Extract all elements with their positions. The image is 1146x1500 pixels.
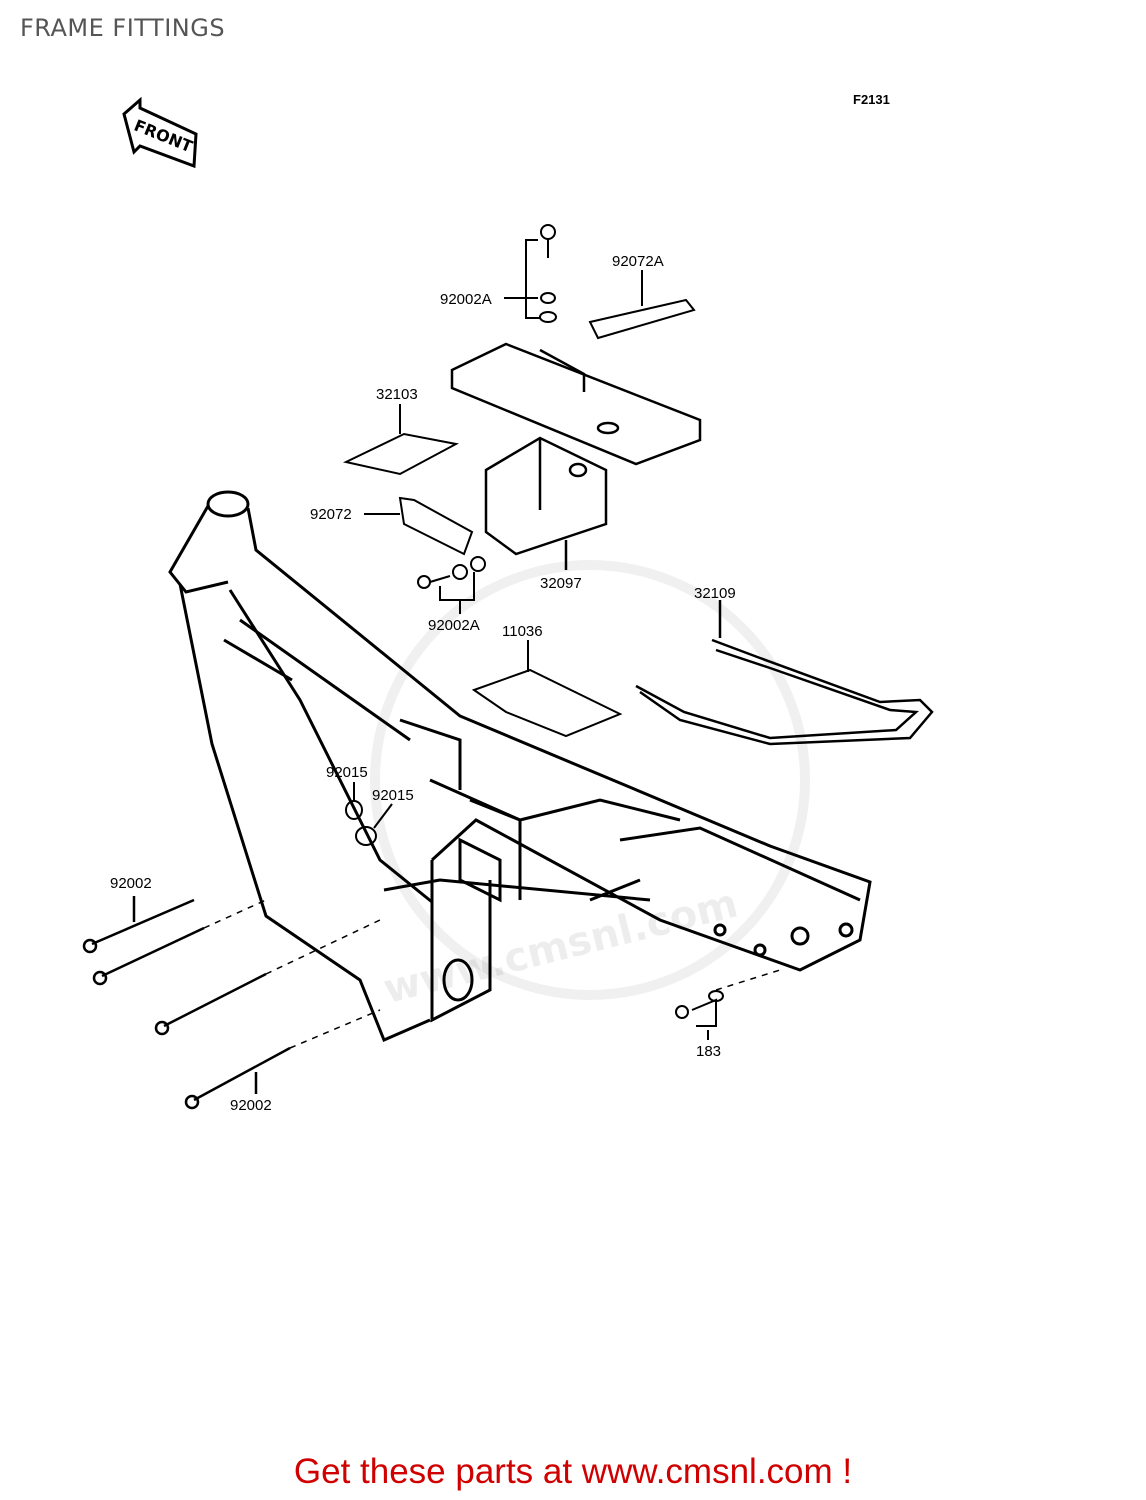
part-92002-bolts[interactable] <box>82 896 381 1110</box>
part-92072-strap[interactable] <box>364 496 474 556</box>
watermark-logo <box>370 560 810 1000</box>
label-183: 183 <box>696 1043 721 1060</box>
part-32109-bracket[interactable] <box>635 600 934 746</box>
part-11036-plate[interactable] <box>471 640 623 738</box>
part-92015-bushing-b[interactable] <box>355 803 393 846</box>
part-92015-bushing-a[interactable] <box>345 782 363 820</box>
parts-diagram: F2131 FRONT 92002A 92072A 32097 32103 <box>82 92 934 1114</box>
label-92015-a: 92015 <box>326 764 368 781</box>
label-11036: 11036 <box>502 623 543 640</box>
label-92015-b: 92015 <box>372 787 414 804</box>
label-32109: 32109 <box>694 585 736 602</box>
page-title: FRAME FITTINGS <box>20 14 226 42</box>
watermark-text: www.cmsnl.com <box>379 881 742 1013</box>
label-92002-top: 92002 <box>110 875 152 892</box>
label-32097: 32097 <box>540 575 582 592</box>
label-92002a-top: 92002A <box>440 291 492 308</box>
label-92002a-mid: 92002A <box>428 617 480 634</box>
label-92002-bottom: 92002 <box>230 1097 272 1114</box>
label-32103: 32103 <box>376 386 418 403</box>
label-92072: 92072 <box>310 506 352 523</box>
part-32103-pad[interactable] <box>342 404 459 476</box>
footer-link[interactable]: Get these parts at www.cmsnl.com ! <box>293 1452 853 1491</box>
part-92072a-strap[interactable] <box>588 270 696 340</box>
part-92002a-top[interactable] <box>504 224 557 323</box>
front-arrow-icon: FRONT <box>122 96 198 169</box>
diagram-code: F2131 <box>853 92 890 107</box>
part-92002a-mid[interactable] <box>417 556 486 614</box>
motorcycle-frame <box>168 490 872 1042</box>
label-92072a: 92072A <box>612 253 664 270</box>
part-183-fastener[interactable] <box>675 969 781 1040</box>
front-label: FRONT <box>131 116 195 157</box>
part-32097-battery-case[interactable] <box>450 342 702 570</box>
